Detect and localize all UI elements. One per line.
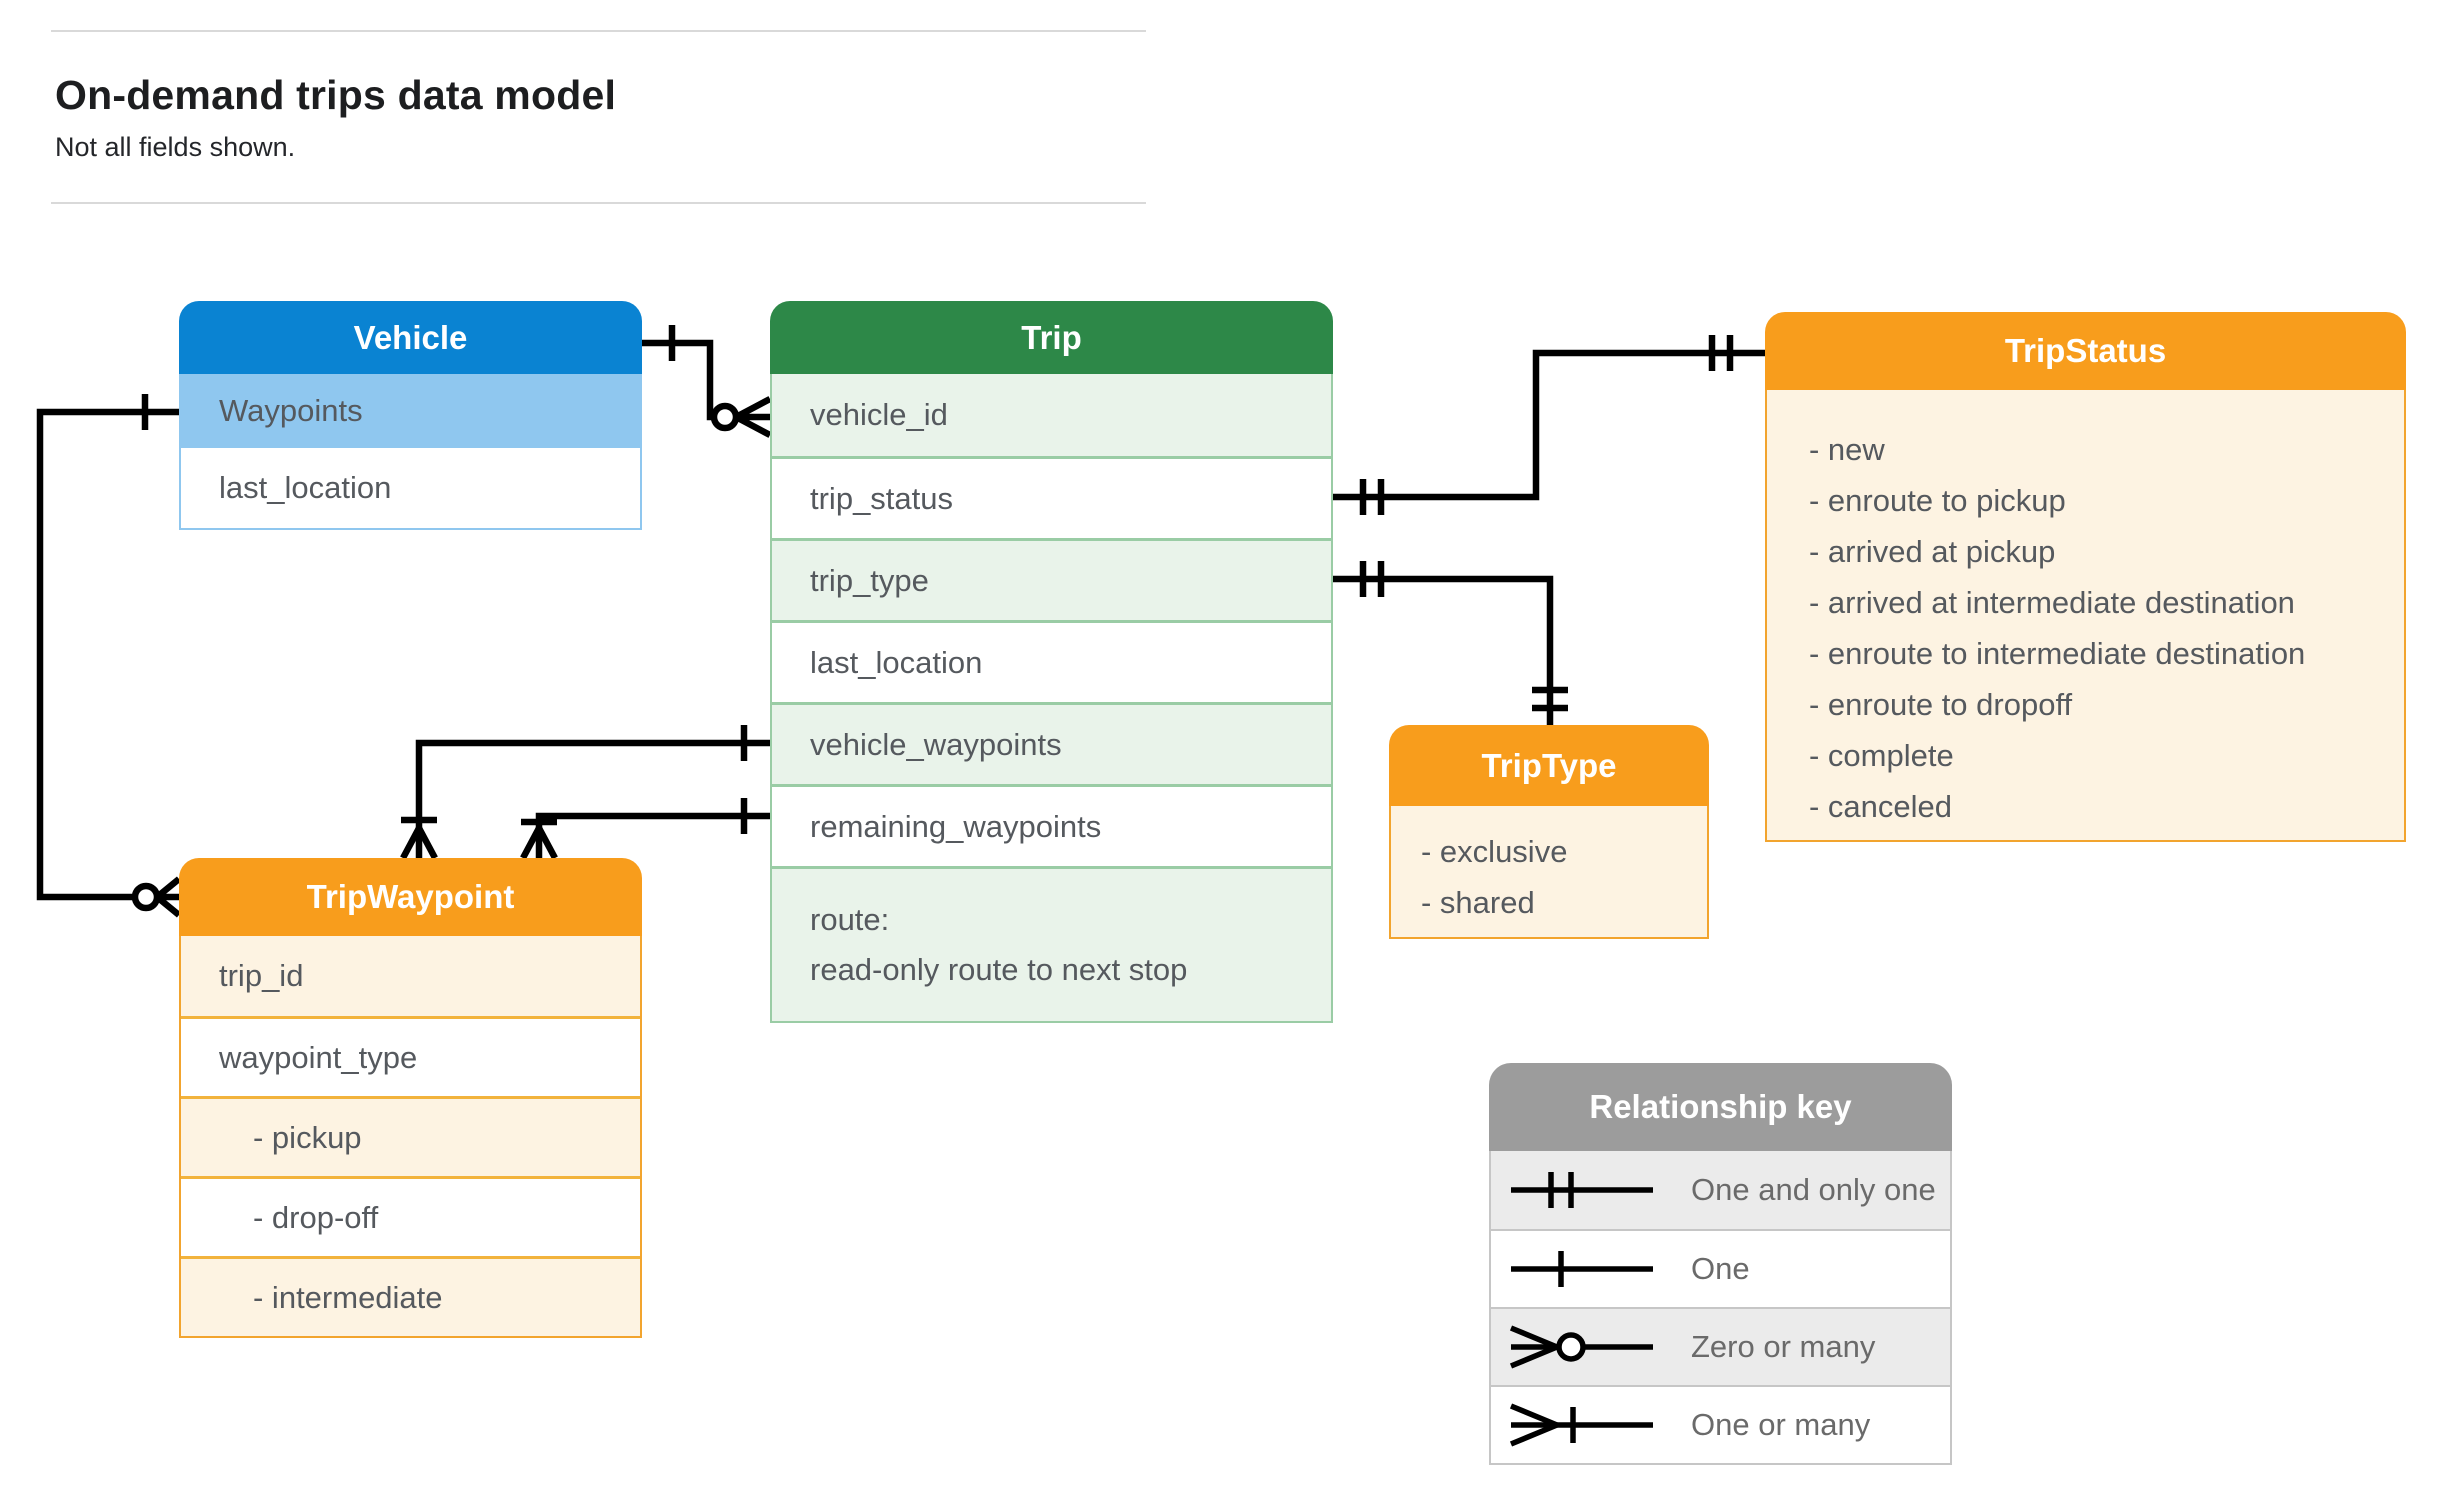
enum-value-exclusive: - exclusive xyxy=(1421,834,1568,869)
entity-tripwaypoint: TripWaypoint trip_id waypoint_type - pic… xyxy=(179,858,642,1338)
one-and-only-one-symbol xyxy=(1511,1172,1653,1208)
enum-value-arrived-at-pickup: - arrived at pickup xyxy=(1809,534,2056,569)
field-trip-route-label: route: xyxy=(810,902,890,937)
entity-trip: Trip vehicle_id trip_status trip_type la… xyxy=(770,301,1333,1023)
relationship-key-title: Relationship key xyxy=(1489,1063,1952,1151)
enum-value-enroute-to-intermediate-destination: - enroute to intermediate destination xyxy=(1809,636,2306,671)
field-trip-type: trip_type xyxy=(772,538,1331,620)
entity-tripstatus: TripStatus - new - enroute to pickup - a… xyxy=(1765,312,2406,842)
enum-value-enroute-to-dropoff: - enroute to dropoff xyxy=(1809,687,2073,722)
page-title: On-demand trips data model xyxy=(55,72,617,118)
connector-vehicle-waypoints-to-tripwaypoint xyxy=(36,394,182,918)
field-trip-status: trip_status xyxy=(772,456,1331,538)
enum-value-shared: - shared xyxy=(1421,885,1535,920)
page-subtitle: Not all fields shown. xyxy=(55,132,296,162)
legend-label: One and only one xyxy=(1691,1172,1936,1207)
one-or-many-symbol xyxy=(1509,1403,1653,1447)
one-symbol xyxy=(1511,1251,1653,1287)
legend-label: One xyxy=(1691,1251,1750,1286)
top-divider xyxy=(51,30,1146,32)
field-trip-vehicle-id: vehicle_id xyxy=(772,374,1331,456)
entity-vehicle: Vehicle Waypoints last_location xyxy=(179,301,642,530)
legend-label: One or many xyxy=(1691,1407,1871,1442)
field-trip-remaining-waypoints: remaining_waypoints xyxy=(772,784,1331,866)
connector-remaining-waypoints-to-tripwaypoint xyxy=(520,798,770,860)
field-trip-vehicle-waypoints: vehicle_waypoints xyxy=(772,702,1331,784)
legend-row-one-or-many: One or many xyxy=(1491,1385,1950,1463)
title-divider xyxy=(51,202,1146,204)
zero-or-many-symbol xyxy=(1509,1325,1653,1369)
entity-tripwaypoint-title: TripWaypoint xyxy=(179,858,642,936)
legend-row-zero-or-many: Zero or many xyxy=(1491,1307,1950,1385)
field-trip-route-description: read-only route to next stop xyxy=(810,952,1188,987)
enum-value-enroute-to-pickup: - enroute to pickup xyxy=(1809,483,2066,518)
connector-vehicle-waypoints-field-to-tripwaypoint xyxy=(400,725,770,860)
field-trip-last-location: last_location xyxy=(772,620,1331,702)
legend-row-one: One xyxy=(1491,1229,1950,1307)
enum-value-new: - new xyxy=(1809,432,1885,467)
enum-value-arrived-at-intermediate-destination: - arrived at intermediate destination xyxy=(1809,585,2295,620)
entity-tripstatus-title: TripStatus xyxy=(1765,312,2406,390)
connector-vehicle-to-trip xyxy=(642,325,772,438)
relationship-key: Relationship key One and only one One Ze… xyxy=(1489,1063,1952,1465)
connector-trip-type-to-triptype xyxy=(1333,561,1568,725)
enum-value-canceled: - canceled xyxy=(1809,789,1953,824)
entity-triptype-title: TripType xyxy=(1389,725,1709,806)
legend-label: Zero or many xyxy=(1691,1329,1876,1364)
entity-trip-title: Trip xyxy=(770,301,1333,374)
field-tripwaypoint-trip-id: trip_id xyxy=(181,936,640,1016)
entity-vehicle-title: Vehicle xyxy=(179,301,642,374)
enum-value-intermediate: - intermediate xyxy=(181,1256,640,1336)
field-trip-route: route: read-only route to next stop xyxy=(772,866,1331,1021)
enum-value-drop-off: - drop-off xyxy=(181,1176,640,1256)
enum-value-pickup: - pickup xyxy=(181,1096,640,1176)
enum-value-complete: - complete xyxy=(1809,738,1954,773)
legend-row-one-and-only-one: One and only one xyxy=(1491,1151,1950,1229)
field-vehicle-last-location: last_location xyxy=(181,448,640,528)
entity-triptype: TripType - exclusive - shared xyxy=(1389,725,1709,939)
field-tripwaypoint-waypoint-type: waypoint_type xyxy=(181,1016,640,1096)
field-vehicle-waypoints: Waypoints xyxy=(181,374,640,448)
connector-trip-status-to-tripstatus xyxy=(1333,335,1765,515)
